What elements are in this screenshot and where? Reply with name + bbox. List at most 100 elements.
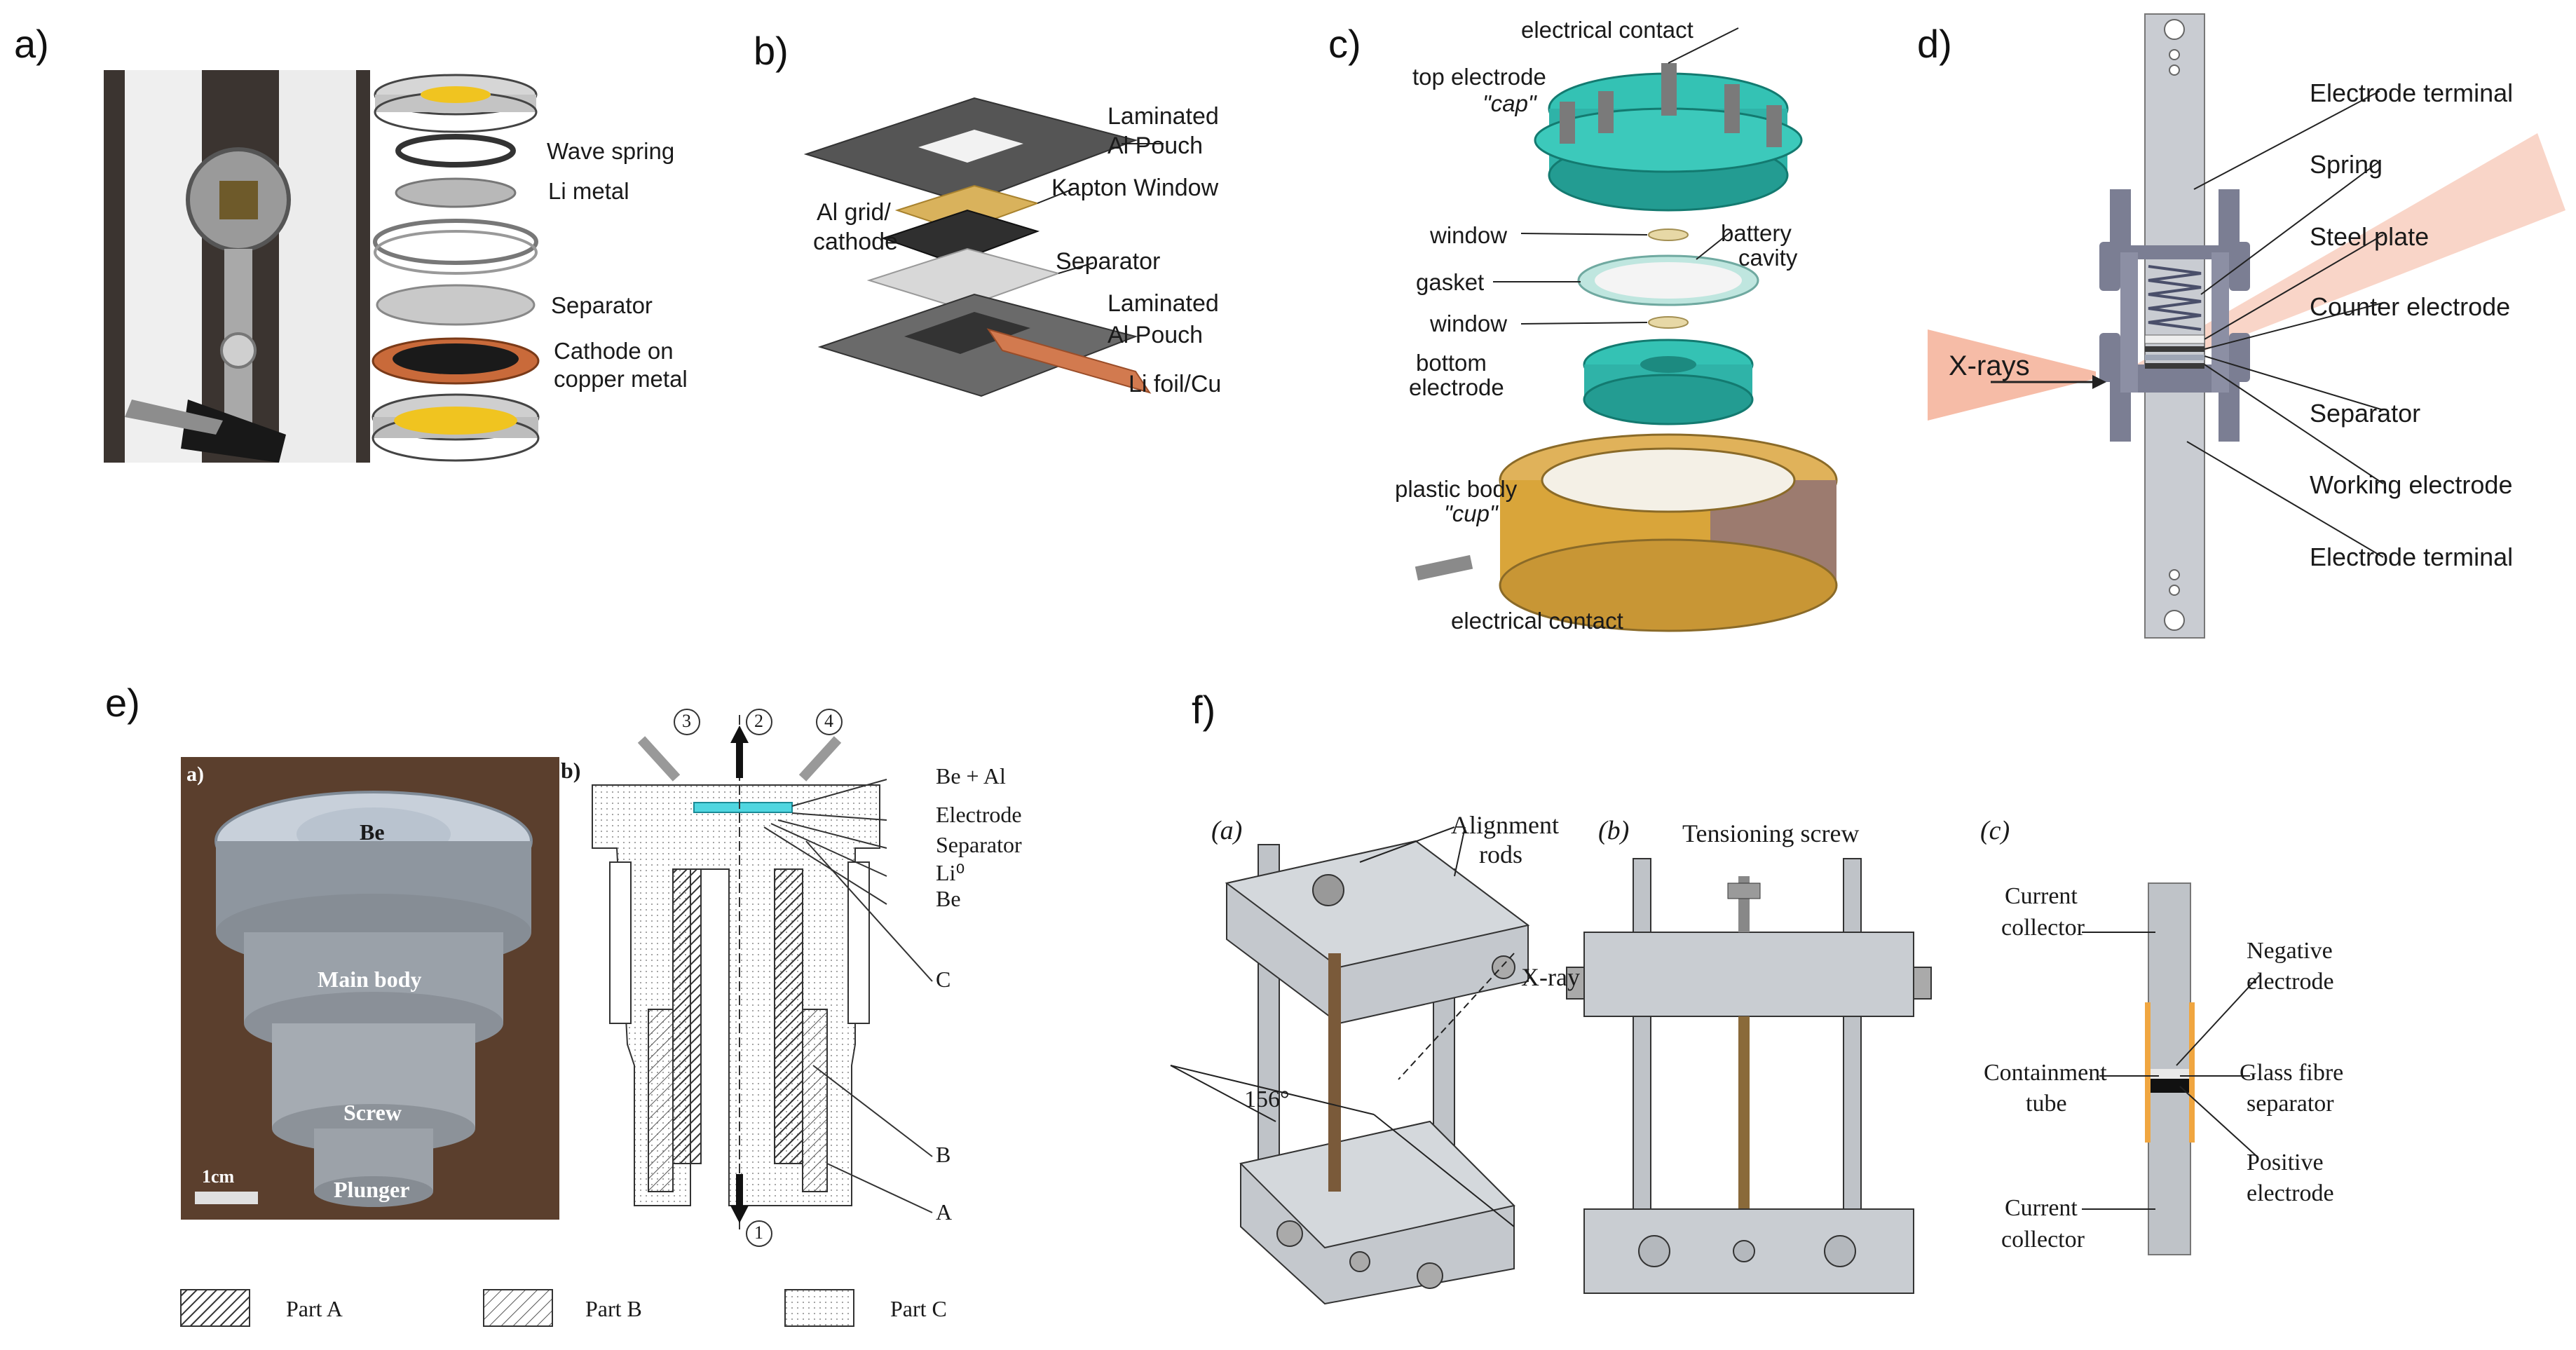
panel-b: b) Laminated Al Pouch Kapton Window Al g…	[743, 0, 1318, 491]
label-plastic-body-1: plastic body	[1395, 476, 1518, 502]
label-separator-d: Separator	[2310, 399, 2421, 428]
clamp-front	[1566, 858, 1932, 1294]
label-current-bot-1: Current	[2005, 1195, 2078, 1221]
label-be-e: Be	[936, 886, 961, 911]
label-window-2: window	[1430, 311, 1508, 336]
label-angle: 156°	[1244, 1086, 1290, 1112]
xray-in-beam	[1928, 329, 2096, 421]
label-laminated-bot-1: Laminated	[1108, 290, 1219, 317]
label-counter-electrode: Counter electrode	[2310, 292, 2511, 321]
panel-a-photo-svg	[104, 70, 370, 463]
panel-a-label: a)	[14, 22, 49, 66]
label-al-grid-1: Al grid/	[817, 199, 891, 226]
photo-label-plunger: Plunger	[334, 1177, 410, 1202]
label-positive-2: electrode	[2247, 1180, 2334, 1206]
label-laminated-bot-2: Al Pouch	[1108, 322, 1204, 348]
label-electrode-terminal-bottom: Electrode terminal	[2310, 543, 2514, 571]
label-current-top-1: Current	[2005, 883, 2078, 909]
panel-e: e) a) Be Main body Screw Plunger 1cm b)	[0, 673, 1093, 1350]
photo-label-screw: Screw	[343, 1100, 402, 1125]
legend-swatch-part-b	[483, 1289, 553, 1327]
label-kapton: Kapton Window	[1051, 175, 1219, 201]
label-tensioning: Tensioning screw	[1682, 819, 1860, 847]
label-current-bot-2: collector	[2001, 1227, 2085, 1253]
panel-e-label: e)	[105, 681, 140, 725]
panel-a-photo	[104, 70, 370, 463]
photo-label-be: Be	[360, 819, 385, 845]
label-containment-2: tube	[2026, 1091, 2067, 1117]
label-positive-1: Positive	[2247, 1150, 2324, 1175]
photo-label-main-body: Main body	[318, 967, 422, 992]
label-al-grid-2: cathode	[813, 229, 898, 255]
panel-d: d)	[1851, 0, 2576, 652]
circle-num-4: 4	[824, 711, 833, 731]
label-spring: Spring	[2310, 150, 2383, 179]
f-sub-c: (c)	[1980, 816, 2010, 845]
cell-crosssection	[2082, 882, 2261, 1255]
label-electrical-contact-bottom: electrical contact	[1451, 608, 1623, 634]
label-separator-e: Separator	[936, 832, 1022, 857]
panel-c-label: c)	[1328, 22, 1361, 66]
label-current-top-2: collector	[2001, 915, 2085, 941]
label-b-e: B	[936, 1142, 951, 1167]
legend-swatch-part-c	[784, 1289, 854, 1327]
label-a-e: A	[936, 1199, 953, 1225]
label-li-metal: Li metal	[548, 178, 629, 204]
label-containment-1: Containment	[1984, 1060, 2107, 1086]
panel-e-photo-svg	[181, 757, 559, 1220]
panel-e-photo: a) Be Main body Screw Plunger 1cm	[181, 757, 559, 1220]
panel-f-label: f)	[1192, 688, 1216, 732]
label-alignment-2: rods	[1479, 840, 1522, 868]
clamp-isometric	[1170, 826, 1530, 1305]
label-c-e: C	[936, 967, 951, 992]
label-steel-plate: Steel plate	[2310, 222, 2430, 251]
spring-icon	[2148, 265, 2202, 331]
legend-swatch-part-a	[180, 1289, 250, 1327]
scale-bar	[195, 1192, 258, 1204]
label-top-electrode-1: top electrode	[1412, 64, 1546, 90]
panel-b-label: b)	[754, 29, 789, 73]
panel-e-crosssection-svg	[180, 709, 933, 1327]
panel-f: f) (a) (b) (c)	[1150, 673, 2576, 1350]
circle-num-1: 1	[754, 1222, 763, 1243]
label-separator-b: Separator	[1056, 248, 1161, 275]
label-cathode-line2: copper metal	[554, 366, 688, 392]
label-window-1: window	[1430, 222, 1508, 248]
panel-a-exploded-svg	[372, 74, 540, 462]
label-electrical-contact-top: electrical contact	[1521, 17, 1694, 43]
label-gasket: gasket	[1416, 269, 1485, 295]
cell-window	[219, 181, 258, 219]
label-negative-2: electrode	[2247, 969, 2334, 995]
label-negative-1: Negative	[2247, 938, 2333, 964]
drawing-sub-b: b)	[561, 758, 581, 783]
label-glass-2: separator	[2247, 1091, 2334, 1117]
panel-c-exploded-svg	[1415, 27, 1838, 632]
panel-d-label: d)	[1917, 22, 1952, 66]
label-working-electrode: Working electrode	[2310, 470, 2513, 499]
label-bottom-electrode-1: bottom	[1416, 350, 1487, 376]
label-li0: Li⁰	[936, 860, 965, 885]
panel-b-exploded-svg	[803, 97, 1164, 397]
circle-num-3: 3	[682, 711, 691, 731]
label-laminated-top-2: Al Pouch	[1108, 132, 1204, 159]
circle-num-2: 2	[754, 711, 763, 731]
label-separator-a: Separator	[551, 292, 653, 318]
legend-part-a: Part A	[286, 1296, 343, 1321]
label-wave-spring: Wave spring	[547, 138, 675, 164]
label-cathode-line1: Cathode on	[554, 338, 674, 364]
label-xrays: X-rays	[1949, 350, 2030, 381]
legend-part-c: Part C	[890, 1296, 947, 1321]
panel-d-cell-svg	[1928, 13, 2565, 639]
label-battery-2: cavity	[1738, 245, 1798, 271]
screw-icon	[220, 332, 257, 369]
label-bottom-electrode-2: electrode	[1409, 374, 1504, 400]
cable	[181, 400, 286, 463]
panel-c: c) elec	[1318, 0, 1851, 652]
alligator-clip	[125, 400, 223, 435]
photo-sub-a: a)	[186, 763, 204, 786]
label-battery-1: battery	[1721, 220, 1792, 246]
panel-f-drawings-svg	[1170, 826, 2261, 1305]
photo-label-scale: 1cm	[202, 1166, 235, 1187]
label-electrode-terminal-top: Electrode terminal	[2310, 79, 2514, 107]
label-li-foil: Li foil/Cu	[1129, 371, 1222, 397]
